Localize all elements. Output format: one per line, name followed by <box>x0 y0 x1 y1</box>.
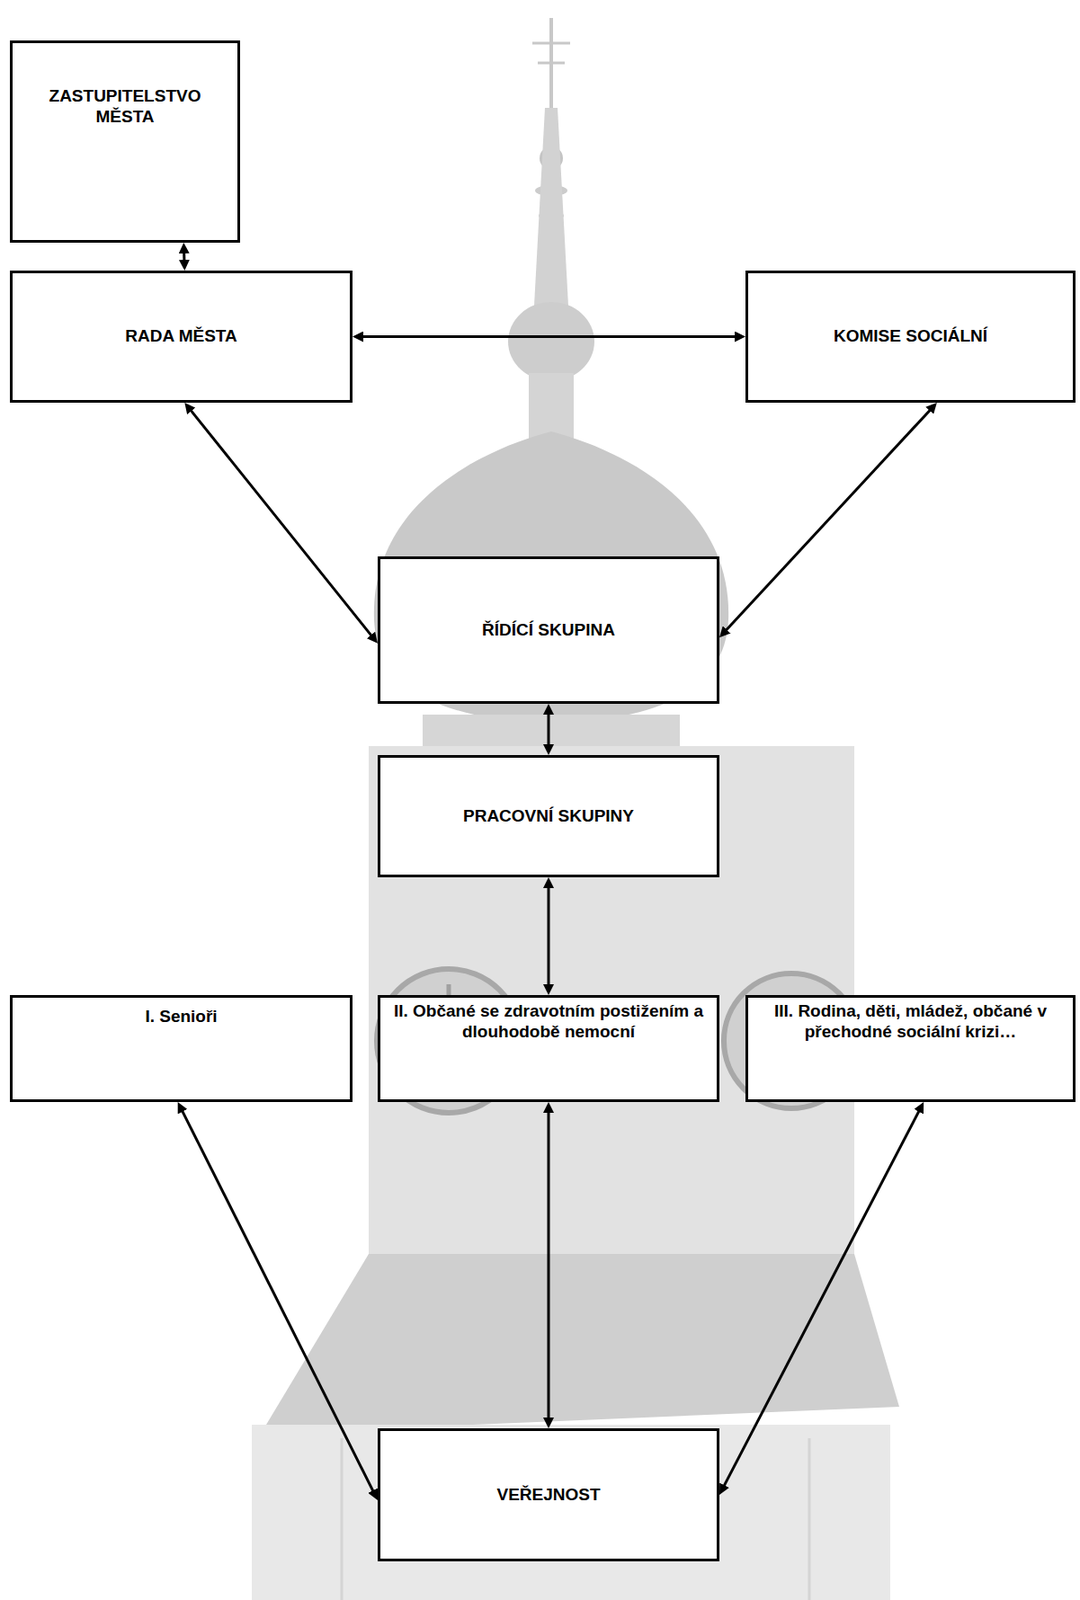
double-arrow <box>357 335 741 339</box>
box-label: ŘÍDÍCÍ SKUPINA <box>481 620 616 642</box>
tower-drawing <box>251 17 900 1600</box>
double-arrow <box>179 1106 375 1496</box>
small-onion <box>508 302 595 382</box>
double-arrow <box>722 1106 922 1491</box>
double-arrow <box>547 709 551 750</box>
onion-dome <box>374 431 729 724</box>
org-box: I. Senioři <box>9 995 353 1103</box>
double-arrow <box>547 883 551 991</box>
box-label: III. Rodina, děti, mládež, občané v přec… <box>757 1001 1064 1044</box>
tower-roof <box>260 1254 900 1435</box>
org-box: PRACOVNÍ SKUPINY <box>377 755 720 878</box>
wall-line <box>340 1438 344 1600</box>
box-label: II. Občané se zdravotním postižením a dl… <box>389 1001 708 1044</box>
box-label: RADA MĚSTA <box>124 326 238 348</box>
spire <box>534 107 569 306</box>
org-box: KOMISE SOCIÁLNÍ <box>745 270 1076 403</box>
org-box: II. Občané se zdravotním postižením a dl… <box>377 995 720 1103</box>
org-box: ZASTUPITELSTVO MĚSTA <box>9 40 241 243</box>
box-label: I. Senioři <box>144 1007 217 1028</box>
wall-line <box>808 1438 812 1600</box>
gallery <box>422 714 680 751</box>
box-label: PRACOVNÍ SKUPINY <box>463 806 634 828</box>
box-label: VEŘEJNOST <box>496 1485 600 1507</box>
double-arrow <box>182 248 187 266</box>
tower-wall <box>251 1425 891 1600</box>
double-arrow <box>187 407 375 640</box>
org-box: III. Rodina, děti, mládež, občané v přec… <box>745 995 1076 1103</box>
finial-cross <box>537 62 565 65</box>
finial-cross <box>532 42 571 45</box>
double-arrow <box>547 1107 551 1424</box>
org-box: ŘÍDÍCÍ SKUPINA <box>377 556 720 705</box>
box-label: ZASTUPITELSTVO MĚSTA <box>21 86 229 128</box>
org-box: VEŘEJNOST <box>377 1428 720 1562</box>
org-box: RADA MĚSTA <box>9 270 353 403</box>
double-arrow <box>722 406 934 634</box>
box-label: KOMISE SOCIÁLNÍ <box>833 326 988 348</box>
